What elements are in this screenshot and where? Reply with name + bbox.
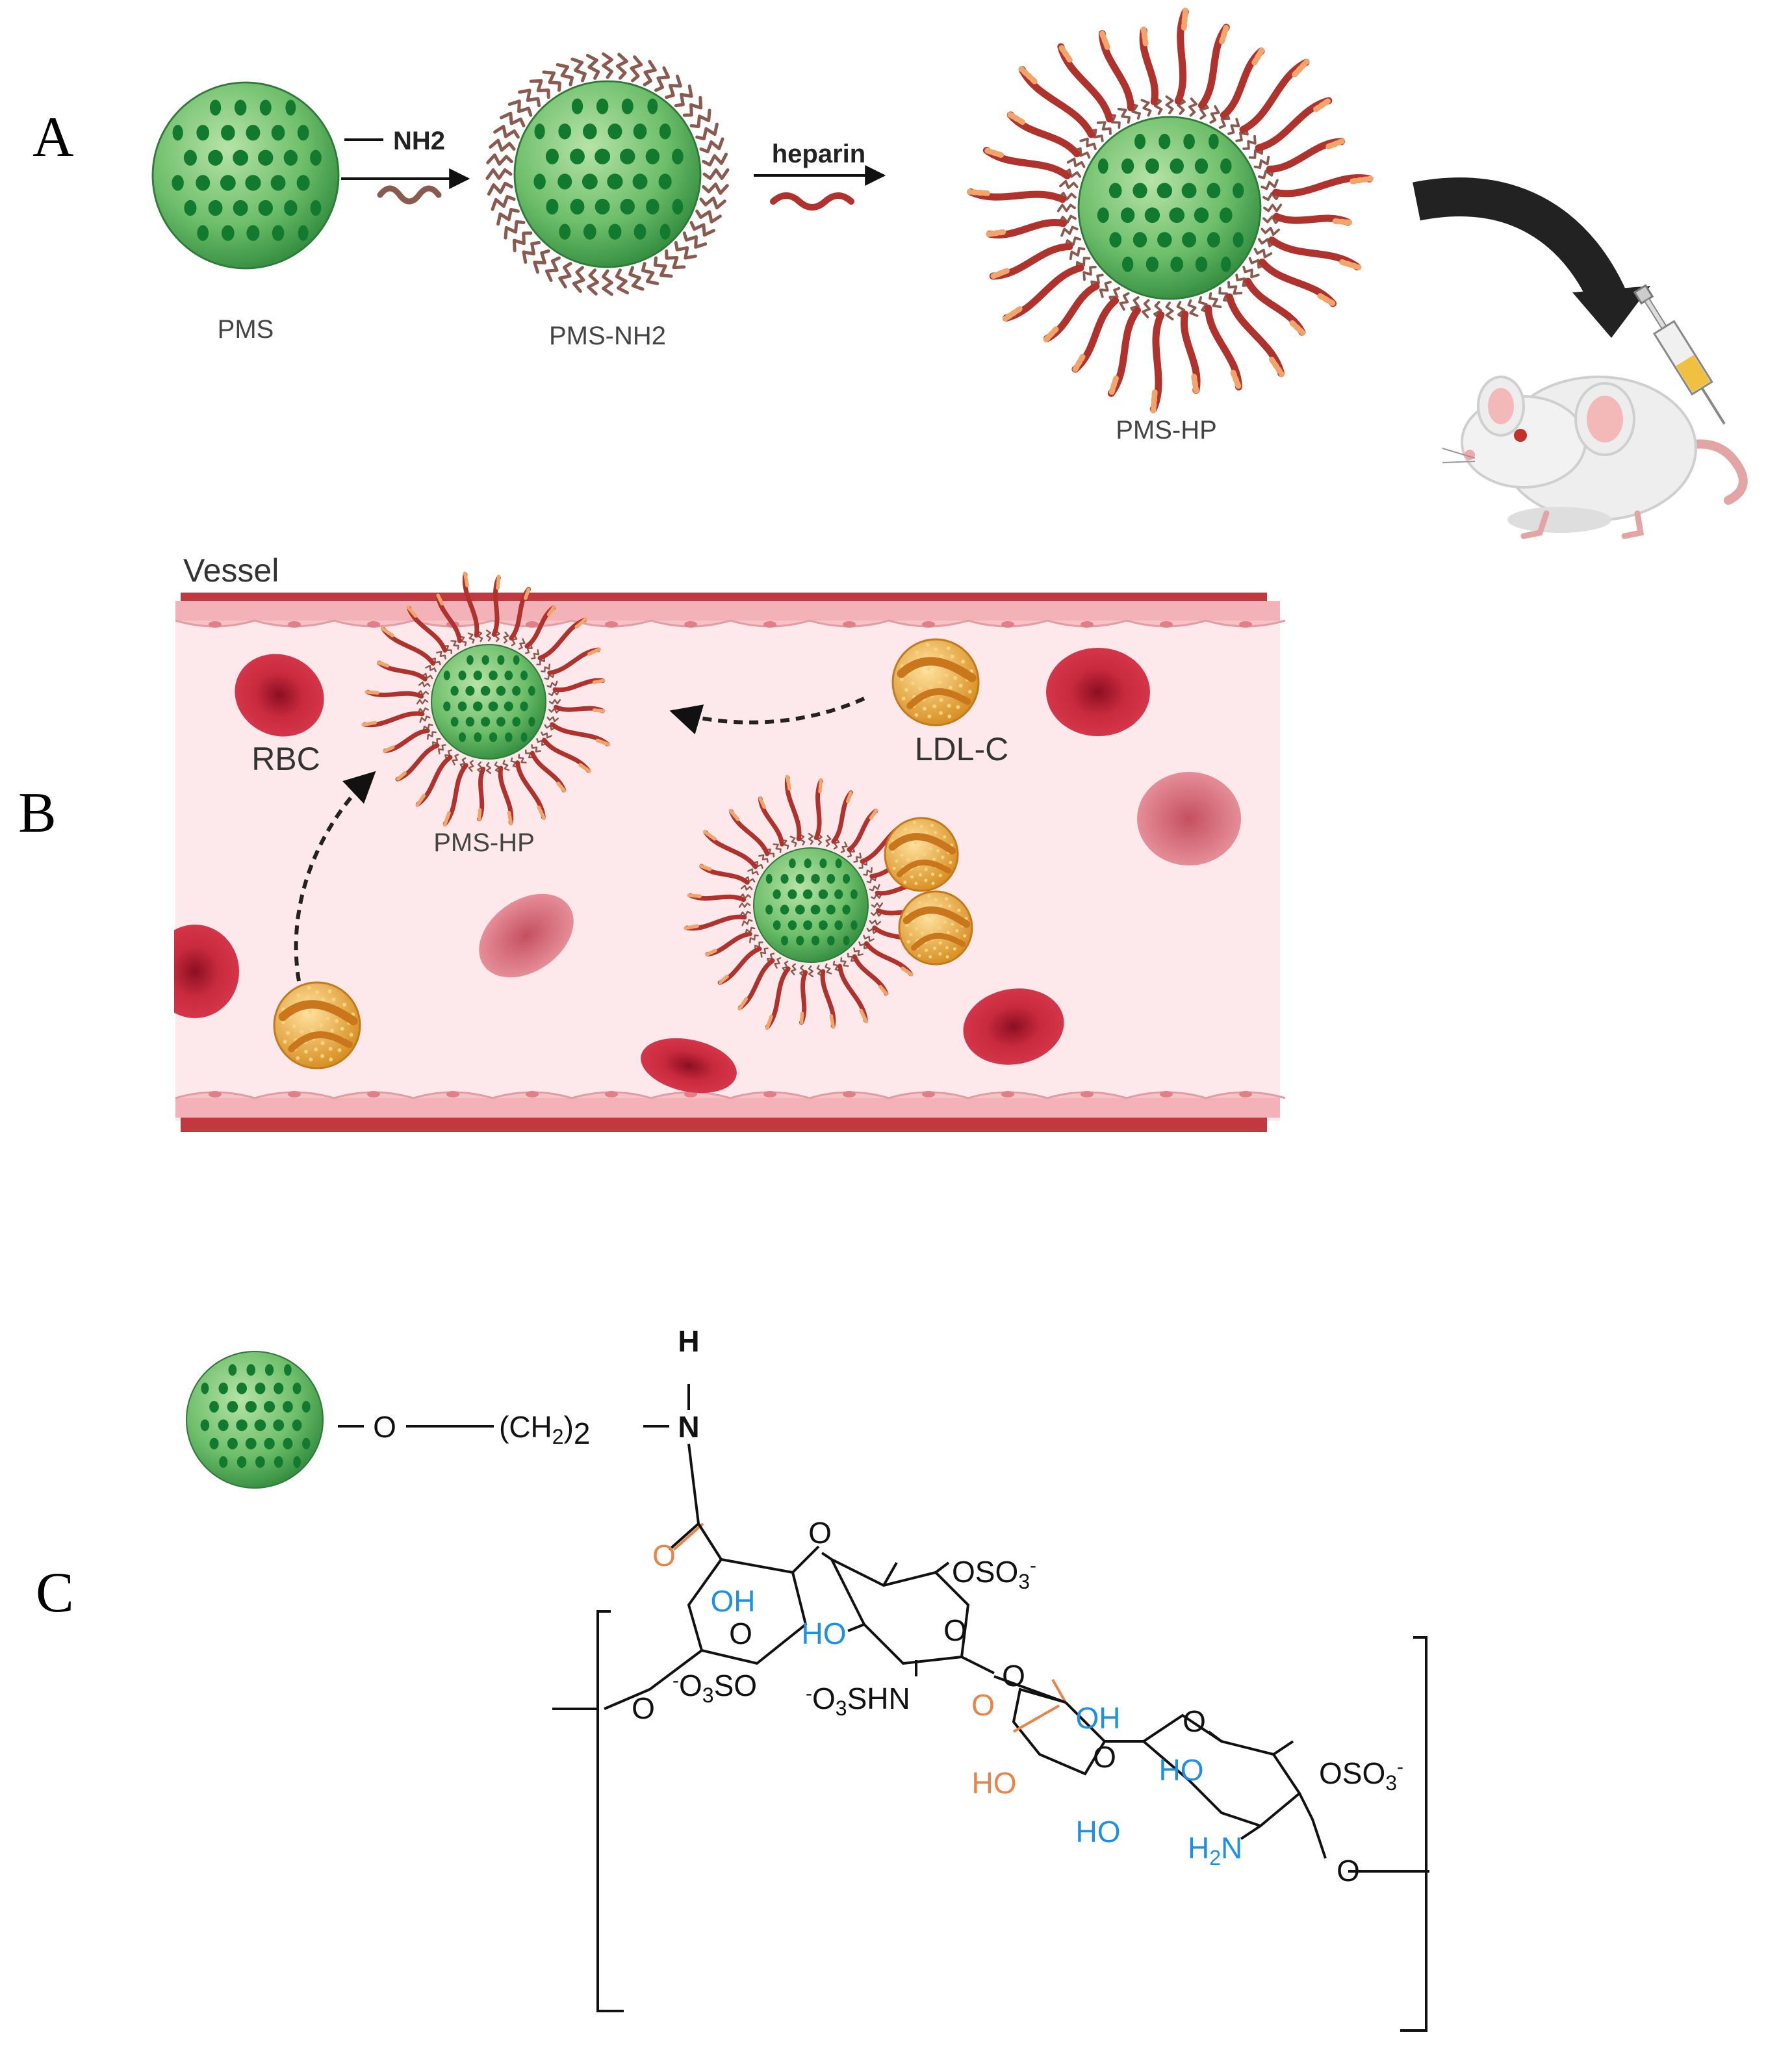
hydroxyl-label: HO <box>802 1617 847 1650</box>
ldl-particle <box>884 817 959 892</box>
panel-label-b: B <box>18 782 57 845</box>
red-blood-cell <box>479 893 574 978</box>
injection-arrow <box>1413 177 1630 313</box>
hydroxyl-label: OH <box>711 1584 756 1618</box>
sulfate-ester-label: -O3SO <box>672 1669 757 1707</box>
pms-hp-sphere <box>966 7 1374 414</box>
pms-nh2-label: PMS-NH2 <box>549 322 666 350</box>
ring-oxygen: O <box>729 1617 752 1650</box>
rbc-label: RBC <box>251 741 320 777</box>
pms-hp-vessel-sphere <box>361 571 611 827</box>
pms-hp-vessel-label: PMS-HP <box>433 828 535 857</box>
red-blood-cell <box>235 654 324 737</box>
hydroxyl-label: OH <box>1076 1701 1121 1735</box>
red-blood-cell <box>1137 772 1241 865</box>
sulfamate-label: -O3SHN <box>806 1682 910 1720</box>
chain-right-oxygen: O <box>1337 1854 1360 1888</box>
pms-nh2-sphere <box>485 52 730 296</box>
pms-core-sphere <box>185 1350 324 1489</box>
red-blood-cell <box>963 988 1064 1065</box>
panel-label-c: C <box>36 1561 74 1624</box>
amine-label: H2N <box>1188 1831 1242 1869</box>
amide-h: H <box>678 1324 699 1358</box>
carboxyl-oxygen: O <box>971 1688 995 1722</box>
injection-arrow-head <box>1572 286 1650 338</box>
pms-sphere <box>151 81 340 270</box>
sulfate-label: OSO3- <box>1319 1756 1403 1795</box>
red-blood-cell <box>641 1038 737 1094</box>
mouse-icon <box>1442 376 1748 539</box>
heparin-structure <box>338 1384 1429 2032</box>
sulfate-label: OSO3- <box>952 1555 1036 1593</box>
amide-n: N <box>678 1410 699 1444</box>
hydroxyl-label: HO <box>1076 1815 1121 1849</box>
hydroxyl-label: HO <box>1159 1753 1204 1787</box>
amine-chain-icon <box>377 185 442 205</box>
glycosidic-oxygen: O <box>1183 1704 1206 1738</box>
ldl-binding-arrow <box>669 697 865 735</box>
heparin-reagent-label: heparin <box>772 140 865 168</box>
carboxyl-hydroxyl: HO <box>972 1766 1017 1800</box>
linker-oxygen: O <box>373 1410 396 1444</box>
panel-label-a: A <box>32 106 74 169</box>
ldl-particle <box>891 638 980 726</box>
ldl-particle <box>898 890 973 966</box>
ethylene-linker: (CH2)2 <box>499 1410 590 1450</box>
red-blood-cell <box>1046 648 1150 736</box>
ring-oxygen: O <box>1093 1740 1116 1774</box>
carbonyl-oxygen: O <box>652 1539 676 1572</box>
ldl-label: LDL-C <box>915 731 1008 767</box>
heparin-chain-icon <box>770 192 854 211</box>
ring-oxygen: O <box>943 1613 967 1647</box>
pms-label: PMS <box>218 315 274 344</box>
glycosidic-oxygen: O <box>808 1516 832 1550</box>
pms-hp-label: PMS-HP <box>1116 416 1217 444</box>
vessel-label: Vessel <box>183 552 279 589</box>
chain-left-oxygen: O <box>632 1691 655 1725</box>
glycosidic-oxygen: O <box>1002 1659 1025 1693</box>
amine-reagent-label: NH2 <box>393 127 445 155</box>
ldl-binding-arrow <box>294 771 376 982</box>
ldl-particle <box>273 981 361 1070</box>
syringe-icon <box>1633 284 1726 425</box>
